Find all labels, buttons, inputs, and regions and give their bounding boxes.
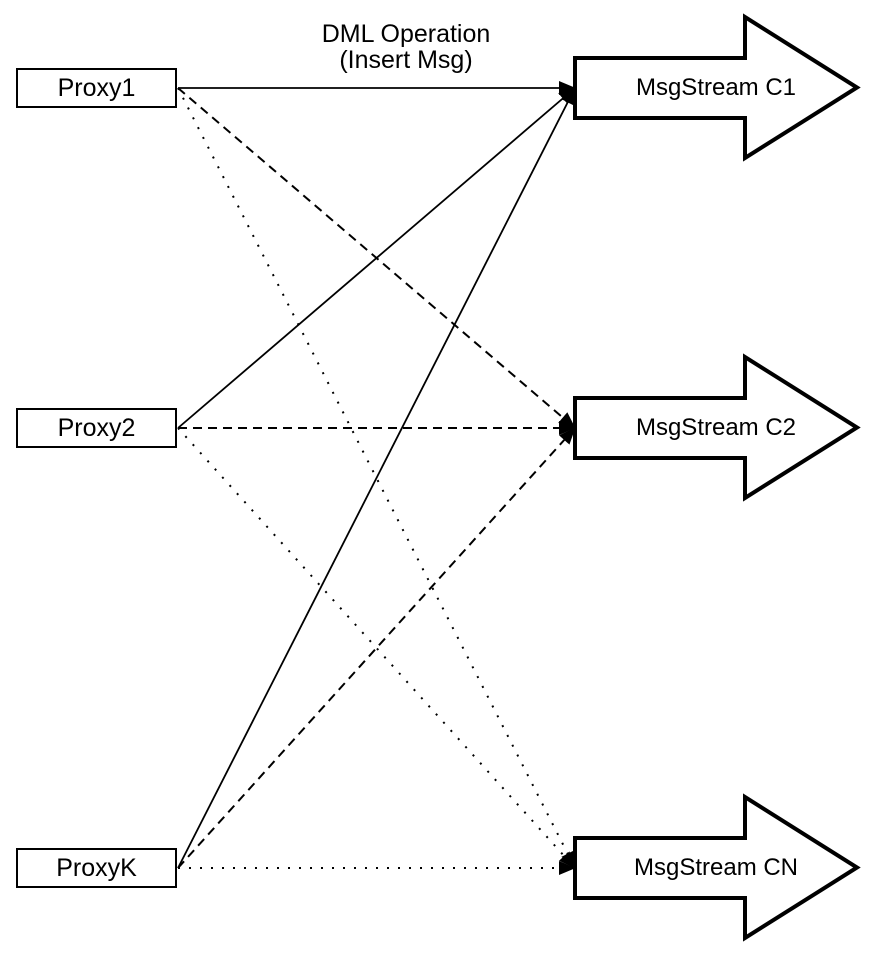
proxy2-label: Proxy2 — [57, 413, 136, 442]
conn-proxy2-to-c1-solid — [177, 87, 576, 429]
msgstream-cn-label: MsgStream CN — [633, 854, 799, 881]
msgstream-c1-label: MsgStream C1 — [635, 74, 797, 101]
proxyk-box: ProxyK — [16, 848, 177, 888]
msgstream-c2-label: MsgStream C2 — [635, 414, 797, 441]
proxyk-label: ProxyK — [56, 853, 137, 882]
stream-arrows-group — [573, 13, 861, 942]
msgstream-c1-block-arrow-icon — [573, 13, 861, 162]
conn-proxyk-to-c2-dashed — [177, 427, 576, 869]
proxy2-box: Proxy2 — [16, 408, 177, 448]
proxy1-box: Proxy1 — [16, 68, 177, 108]
dml-operation-label: DML Operation (Insert Msg) — [280, 21, 532, 73]
msgstream-c2-block-arrow-icon — [573, 353, 861, 502]
proxy1-label: Proxy1 — [57, 73, 136, 102]
dml-operation-label-line1: DML Operation — [321, 20, 491, 48]
msgstream-cn-block-arrow-icon — [573, 793, 861, 942]
dml-operation-label-line2: (Insert Msg) — [339, 46, 473, 74]
conn-proxyk-to-c1-solid — [177, 87, 576, 869]
connections-group — [177, 81, 576, 875]
